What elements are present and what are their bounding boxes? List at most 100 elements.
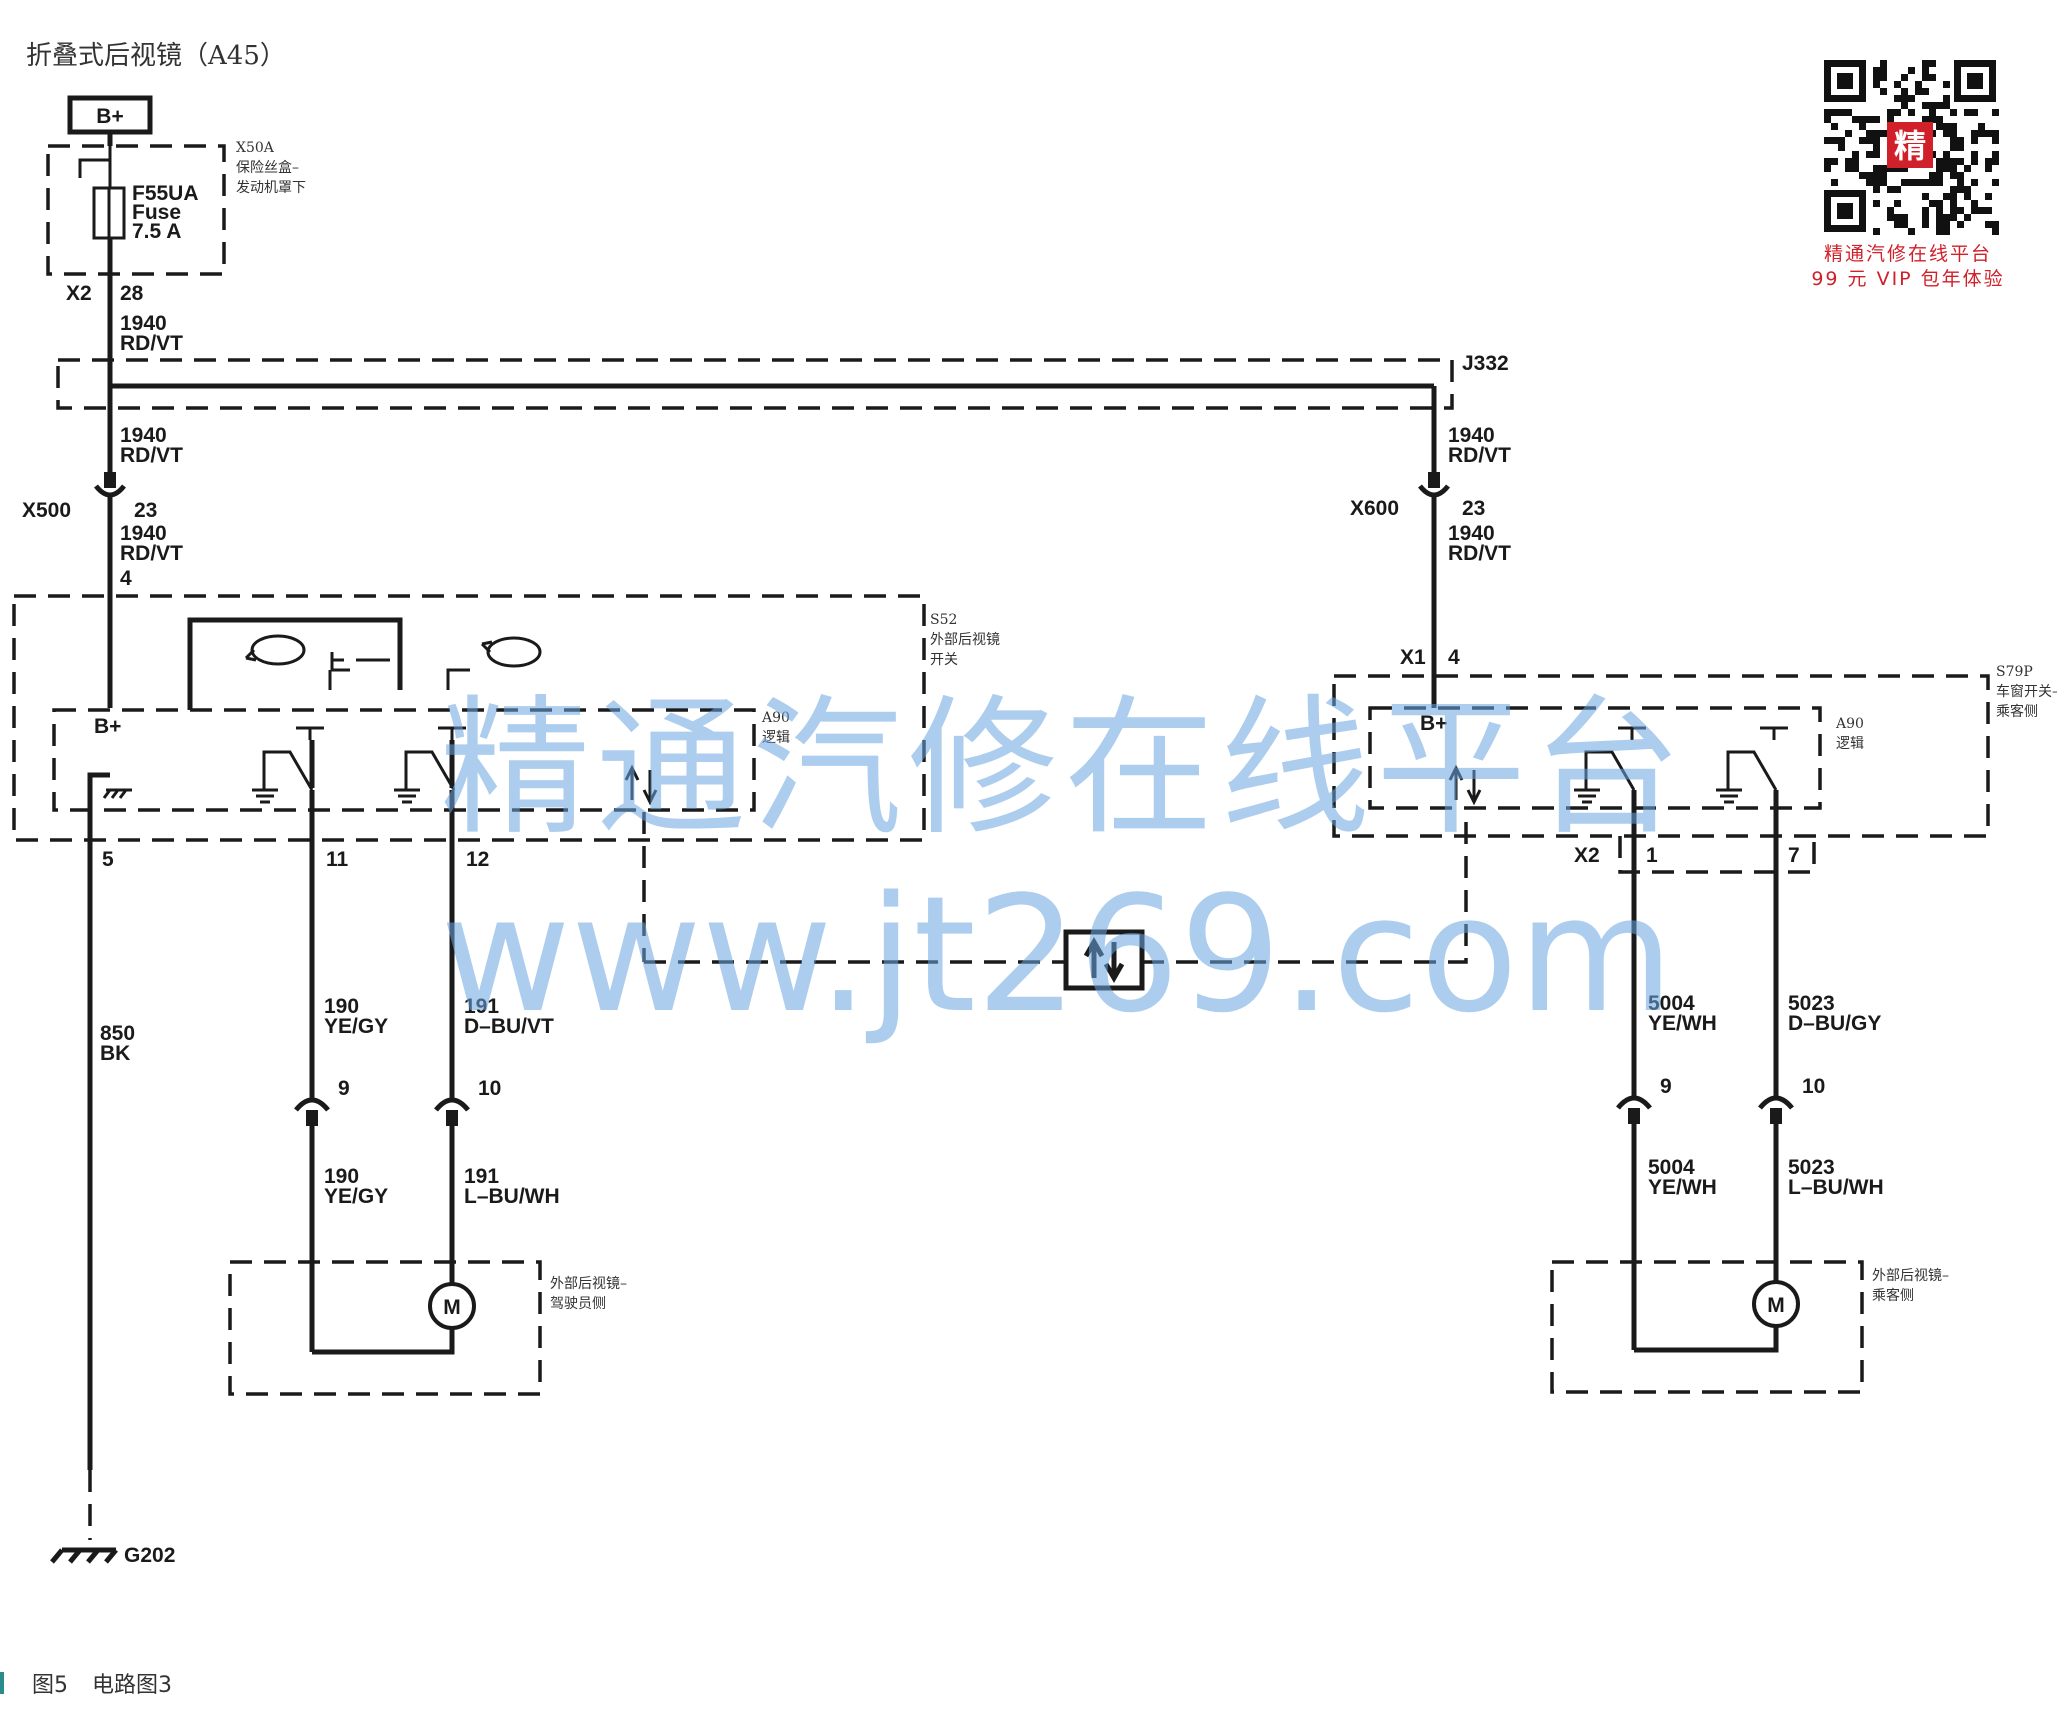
driver-mirror-desc-2: 驾驶员侧 — [550, 1296, 606, 1312]
qr-module — [1880, 179, 1887, 186]
qr-module — [1901, 165, 1908, 172]
qr-module — [1936, 207, 1943, 214]
qr-module — [1950, 137, 1957, 144]
qr-module — [1943, 158, 1950, 165]
qr-module — [1943, 123, 1950, 130]
wire-color-rdvt-a: RD/VT — [120, 332, 183, 355]
qr-module — [1950, 123, 1957, 130]
qr-module — [1873, 116, 1880, 123]
qr-module — [1908, 179, 1915, 186]
qr-module — [1894, 214, 1901, 221]
driver-connector-pin-10: 10 — [478, 1077, 501, 1100]
qr-module — [1922, 88, 1929, 95]
qr-module — [1971, 137, 1978, 144]
qr-module — [1943, 193, 1950, 200]
qr-module — [1957, 158, 1964, 165]
passenger-logic-outline — [1368, 706, 1822, 810]
qr-module — [1922, 102, 1929, 109]
wire-color-rdvt-d: RD/VT — [120, 542, 183, 565]
qr-module — [1894, 221, 1901, 228]
ground-g202-label: G202 — [124, 1544, 175, 1567]
qr-module — [1964, 193, 1971, 200]
driver-switch-ref: S52 — [930, 612, 957, 628]
qr-module — [1873, 130, 1880, 137]
qr-module — [1964, 165, 1971, 172]
wire-color-yewh-b: YE/WH — [1648, 1176, 1717, 1199]
qr-module — [1838, 137, 1845, 144]
qr-module — [1859, 116, 1866, 123]
fuse-name: F55UA — [132, 182, 199, 205]
splice-outline — [56, 358, 1454, 410]
passenger-switch-desc-2: 乘客侧 — [1996, 703, 2038, 720]
qr-module — [1936, 116, 1943, 123]
qr-module — [1992, 221, 1999, 228]
qr-module — [1964, 109, 1971, 116]
passenger-switch-ref: S79P — [1996, 664, 2033, 680]
qr-module — [1831, 123, 1838, 130]
qr-module — [1957, 137, 1964, 144]
qr-module — [1873, 179, 1880, 186]
qr-module — [1873, 137, 1880, 144]
qr-module — [1936, 102, 1943, 109]
qr-module — [1992, 228, 1999, 235]
driver-internal-ground-icon — [102, 788, 132, 799]
wire-color-lbuwh-b: L–BU/WH — [1788, 1176, 1884, 1199]
passenger-relay-7 — [1716, 726, 1788, 804]
qr-module — [1894, 186, 1901, 193]
qr-module — [1929, 60, 1936, 67]
qr-module — [1992, 151, 1999, 158]
wire-color-rdvt-b: RD/VT — [120, 444, 183, 467]
selector-contacts — [330, 652, 390, 672]
watermark-line-1: 精通汽修在线平台 — [440, 682, 1688, 856]
fuse-box-connector: X2 — [66, 282, 92, 305]
driver-switch-outline — [12, 594, 926, 842]
qr-module — [1929, 102, 1936, 109]
passenger-x2-pin-1: 1 — [1646, 844, 1658, 867]
wire-color-yewh-a: YE/WH — [1648, 1012, 1717, 1035]
qr-module — [1992, 109, 1999, 116]
driver-connector-10 — [434, 1097, 470, 1112]
qr-module — [1971, 179, 1978, 186]
driver-switch-desc-1: 外部后视镜 — [930, 632, 1000, 648]
wire-1940-b: 1940 — [120, 424, 167, 447]
driver-logic-ref: A90 — [761, 710, 790, 726]
driver-pin-5: 5 — [102, 848, 114, 871]
qr-module — [1901, 179, 1908, 186]
qr-module — [1901, 102, 1908, 109]
qr-module — [1922, 193, 1929, 200]
fuse-word: Fuse — [132, 201, 181, 224]
passenger-switch-outline — [1332, 674, 1990, 838]
qr-module — [1887, 186, 1894, 193]
driver-connector-9 — [294, 1097, 330, 1112]
fuse-box-pin: 28 — [120, 282, 144, 305]
wire-1940-d: 1940 — [120, 522, 167, 545]
wire-color-dbuvt: D–BU/VT — [464, 1015, 554, 1038]
wire-5023-a: 5023 — [1788, 992, 1835, 1015]
qr-module — [1950, 207, 1957, 214]
qr-module — [1866, 130, 1873, 137]
wire-5004-a: 5004 — [1648, 992, 1695, 1015]
qr-module — [1992, 179, 1999, 186]
qr-module — [1985, 165, 1992, 172]
qr-module — [1964, 186, 1971, 193]
qr-module — [1880, 74, 1887, 81]
qr-module — [1873, 144, 1880, 151]
qr-module — [1915, 179, 1922, 186]
wire-850: 850 — [100, 1022, 135, 1045]
qr-module — [1950, 214, 1957, 221]
driver-switch-desc-2: 开关 — [930, 652, 958, 668]
qr-module — [1978, 130, 1985, 137]
qr-module — [1929, 172, 1936, 179]
qr-module — [1894, 109, 1901, 116]
qr-module — [1859, 172, 1866, 179]
qr-module — [1831, 179, 1838, 186]
qr-module — [1950, 172, 1957, 179]
qr-module — [1957, 207, 1964, 214]
qr-module — [1936, 221, 1943, 228]
qr-code: 精 — [1822, 58, 1999, 235]
qr-logo: 精 — [1894, 127, 1926, 165]
qr-module — [1950, 144, 1957, 151]
qr-module — [1887, 116, 1894, 123]
qr-module — [1929, 109, 1936, 116]
